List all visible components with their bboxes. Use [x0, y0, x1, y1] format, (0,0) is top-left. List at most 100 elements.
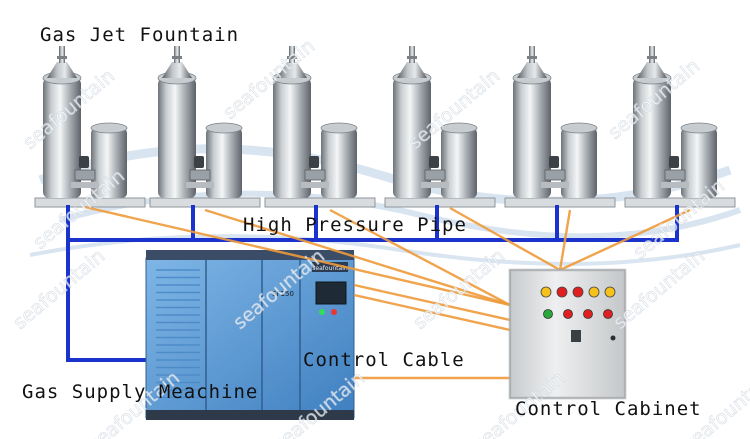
nozzle-ring [647, 56, 657, 59]
selector-switch [571, 330, 581, 342]
gas-supply-machine-label: Gas Supply Meachine [22, 381, 259, 403]
fountain-control-cable [204, 208, 511, 307]
short-tank [561, 128, 597, 198]
nozzle [649, 46, 655, 63]
valve-pipe [421, 182, 449, 188]
indicator-lamp [572, 286, 584, 298]
short-tank-top [205, 122, 243, 134]
fountain-control-cable [449, 206, 561, 272]
nozzle [529, 46, 535, 63]
tall-tank [513, 78, 551, 198]
tall-tank [43, 78, 81, 198]
valve-body [304, 169, 326, 181]
short-tank [441, 128, 477, 198]
fountain-base-plate [504, 197, 616, 208]
nozzle-cone [397, 62, 427, 78]
fountain-base-plate [149, 197, 261, 208]
nozzle-cone [517, 62, 547, 78]
nozzle-ring [172, 56, 182, 59]
compressor-control-cable [353, 293, 511, 332]
high-pressure-pipe-label: High Pressure Pipe [243, 214, 467, 236]
control-cable-label: Control Cable [303, 349, 465, 371]
valve-body [664, 169, 686, 181]
push-button [563, 309, 573, 319]
short-tank-top [560, 122, 598, 134]
fountain-control-cable [559, 208, 691, 272]
nozzle-cone [162, 62, 192, 78]
nozzle-cone [637, 62, 667, 78]
short-tank-top [90, 122, 128, 134]
push-button [603, 309, 613, 319]
tall-tank [393, 78, 431, 198]
fountain-unit [504, 46, 616, 208]
nozzle-ring [407, 56, 417, 59]
control-cabinet-label: Control Cabinet [515, 398, 702, 420]
solenoid-valve [549, 156, 559, 168]
fountain-control-cable [84, 205, 511, 307]
control-cable-network [84, 205, 691, 380]
fountain-control-cable [558, 209, 572, 271]
indicator-lamp [540, 286, 552, 298]
short-tank-top [680, 122, 718, 134]
valve-pipe [71, 182, 99, 188]
valve-body [189, 169, 211, 181]
short-tank-top [320, 122, 358, 134]
compressor-control-cable [353, 283, 511, 322]
solenoid-valve [79, 156, 89, 168]
valve-body [544, 169, 566, 181]
high-pressure-pipe-network [66, 205, 679, 362]
fountain-unit [264, 46, 376, 208]
valve-pipe [661, 182, 689, 188]
valve-pipe [186, 182, 214, 188]
gas-jet-fountain-units [34, 46, 736, 208]
fountain-base-plate [384, 197, 496, 208]
nozzle-ring [287, 56, 297, 59]
nozzle-cone [47, 62, 77, 78]
nozzle [409, 46, 415, 63]
nozzle [289, 46, 295, 63]
fountain-base-plate [624, 197, 736, 208]
short-tank [681, 128, 717, 198]
valve-body [424, 169, 446, 181]
valve-pipe [541, 182, 569, 188]
compressor-top-strip [146, 250, 354, 260]
fountain-base-plate [264, 197, 376, 208]
status-led [331, 309, 337, 315]
tall-tank [158, 78, 196, 198]
tall-tank [273, 78, 311, 198]
short-tank [321, 128, 357, 198]
valve-body [74, 169, 96, 181]
short-tank [206, 128, 242, 198]
indicator-lamp [556, 286, 568, 298]
valve-pipe [301, 182, 329, 188]
brand-strip-text: seafountain [312, 265, 348, 272]
compressor-base [146, 410, 354, 420]
fountain-unit [34, 46, 146, 208]
tall-tank [633, 78, 671, 198]
solenoid-valve [309, 156, 319, 168]
gas-jet-fountain-label: Gas Jet Fountain [40, 24, 240, 46]
solenoid-valve [429, 156, 439, 168]
nozzle [59, 46, 65, 63]
fountain-unit [384, 46, 496, 208]
door-lock [610, 335, 616, 341]
solenoid-valve [194, 156, 204, 168]
control-cabinet [508, 268, 627, 400]
push-button [583, 309, 593, 319]
indicator-lamp [588, 286, 600, 298]
short-tank [91, 128, 127, 198]
brand-strip [312, 262, 348, 272]
nozzle-ring [57, 56, 67, 59]
short-tank-top [440, 122, 478, 134]
fountain-unit [149, 46, 261, 208]
watermark-text: seafountain [9, 245, 109, 334]
status-led [319, 309, 325, 315]
solenoid-valve [669, 156, 679, 168]
cabinet-door-frame [508, 268, 627, 400]
nozzle-cone [277, 62, 307, 78]
push-button [543, 309, 553, 319]
nozzle-ring [527, 56, 537, 59]
fountain-control-cable [329, 208, 511, 307]
